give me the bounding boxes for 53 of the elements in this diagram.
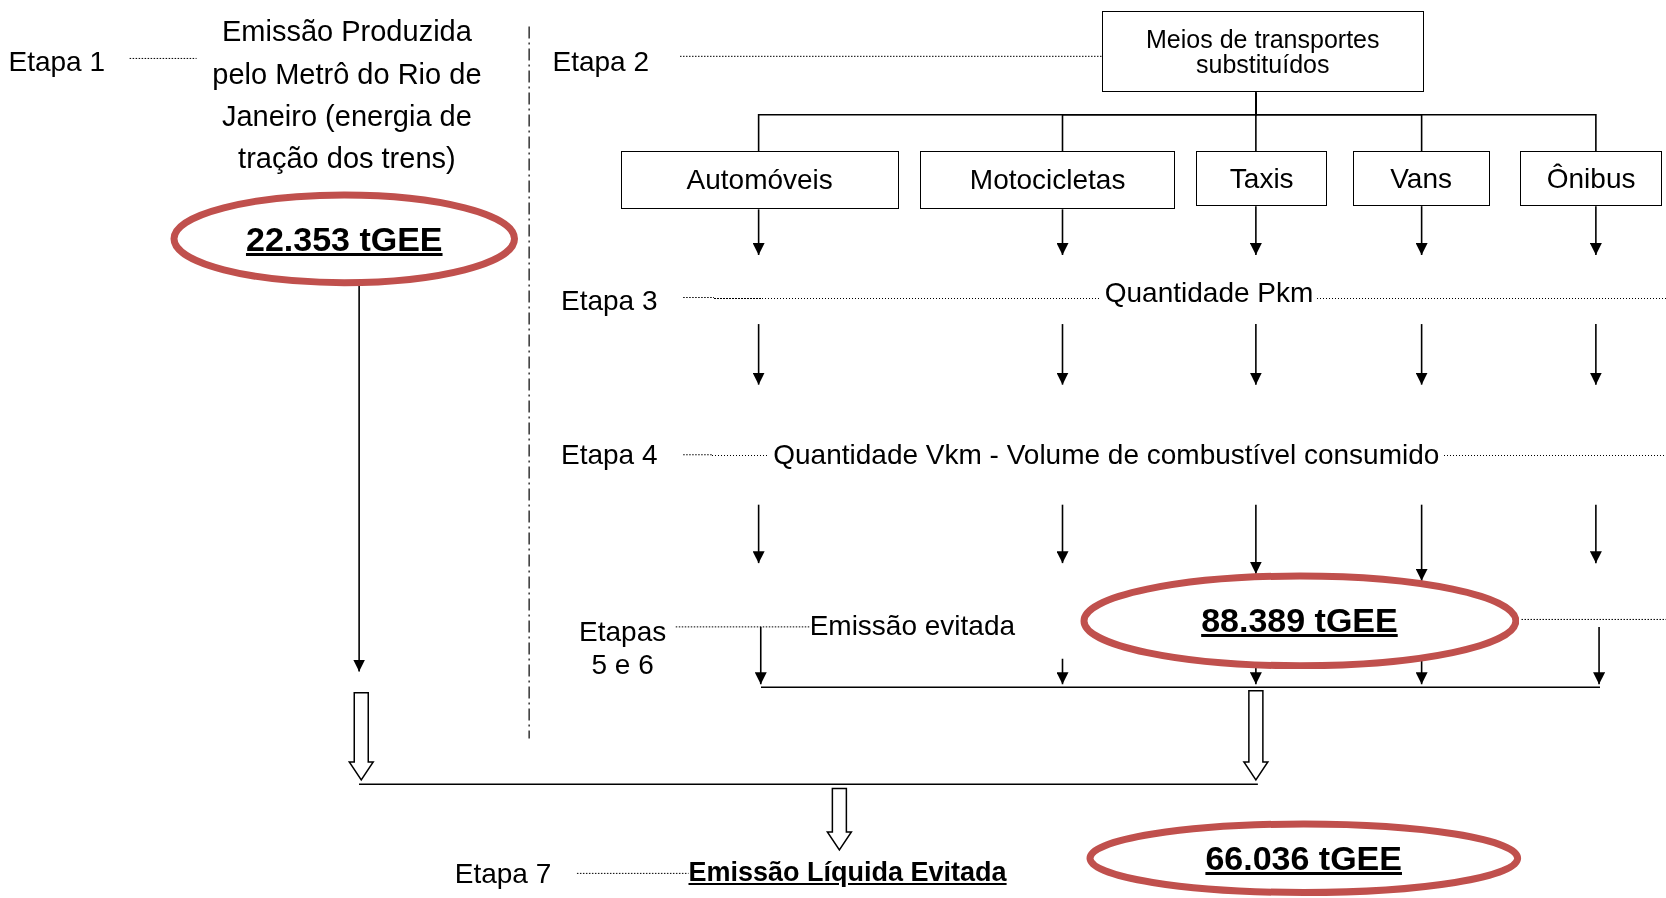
transport-box	[1196, 150, 1328, 207]
box-label: Motocicletas	[969, 163, 1126, 197]
value-text: 66.036 tGEE	[1205, 838, 1402, 879]
arrow	[1589, 323, 1602, 386]
leader-line	[129, 57, 198, 59]
value-text: 88.389 tGEE	[1201, 600, 1398, 641]
step-label: Etapa 2	[552, 44, 650, 79]
step-label: Etapas 5 e 6	[578, 614, 668, 682]
leader-line	[576, 872, 689, 874]
arrow	[752, 323, 765, 386]
box-label: Vans	[1390, 161, 1452, 196]
arrow	[1249, 205, 1262, 256]
arrow	[1249, 503, 1262, 575]
transport-box	[920, 150, 1176, 210]
box-label: Meios de transportes substituídos	[1145, 26, 1381, 77]
step-label: Etapa 4	[561, 437, 658, 472]
block-arrow	[347, 692, 375, 782]
step-label: Etapa 3	[561, 283, 658, 318]
arrow	[1056, 323, 1069, 386]
arrow	[1589, 205, 1602, 256]
step-label: Etapa 7	[454, 856, 552, 891]
arrow	[754, 626, 767, 686]
arrow	[1249, 666, 1262, 686]
arrow	[1415, 205, 1428, 256]
leader-line	[675, 626, 811, 628]
arrow	[1056, 503, 1069, 564]
arrow	[1056, 657, 1069, 686]
box-label: Ônibus	[1546, 161, 1636, 196]
arrow	[752, 503, 765, 564]
step-label: Etapa 1	[8, 44, 106, 79]
arrow	[1415, 659, 1428, 686]
leader-line	[679, 55, 1103, 57]
arrow	[1589, 503, 1602, 564]
result-text: Emissão Líquida Evitada	[688, 856, 1007, 889]
box-label: Automóveis	[686, 163, 833, 197]
arrow	[1056, 208, 1069, 256]
box-label: Taxis	[1229, 161, 1294, 196]
leader-line	[682, 297, 715, 298]
block-arrow	[825, 787, 853, 852]
value-text: 22.353 tGEE	[245, 218, 443, 260]
arrow	[1415, 323, 1428, 386]
description-text: Emissão Produzida pelo Metrô do Rio de Janeiro (energia de tração dos trens)	[211, 14, 483, 176]
step-text: Emissão evitada	[809, 609, 1016, 643]
transport-box	[620, 150, 899, 210]
arrow	[353, 284, 366, 673]
arrow	[1415, 503, 1428, 582]
transport-box	[1352, 150, 1490, 207]
arrow	[1249, 323, 1262, 386]
transport-box	[1101, 10, 1424, 93]
transport-box	[1520, 150, 1662, 207]
block-arrow	[1242, 689, 1270, 782]
arrow	[752, 208, 765, 256]
arrow	[1593, 626, 1606, 686]
